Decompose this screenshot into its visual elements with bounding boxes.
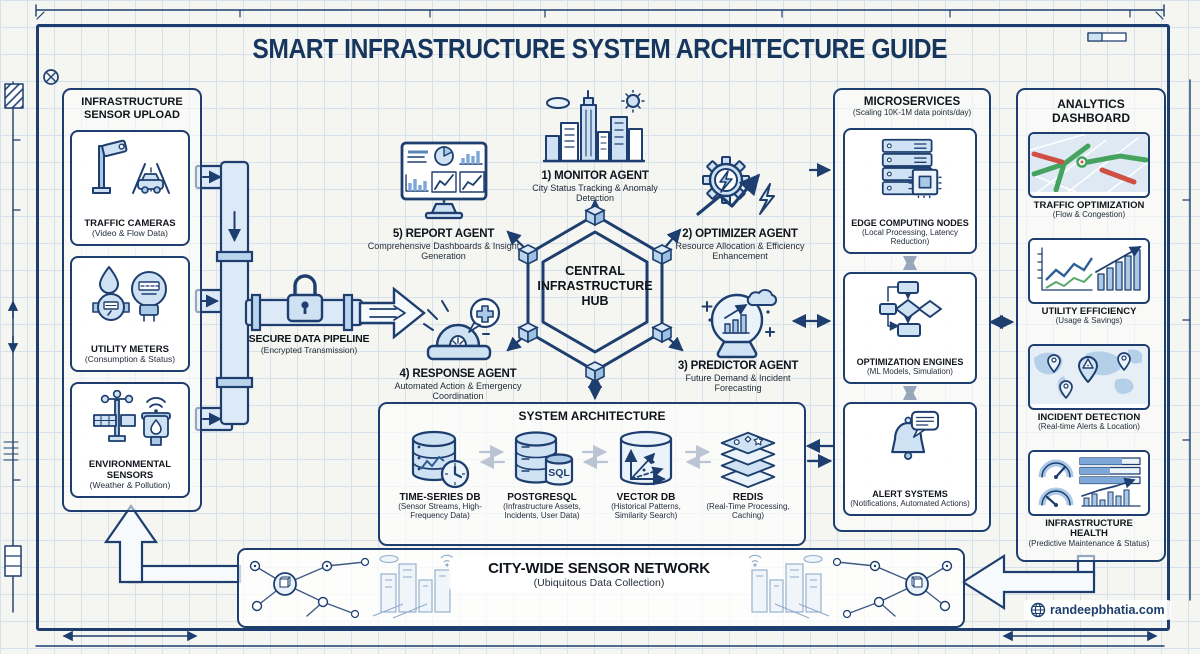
globe-icon <box>1030 602 1046 618</box>
edge-computing-box: EDGE COMPUTING NODES (Local Processing, … <box>843 128 977 254</box>
edge-computing-text: EDGE COMPUTING NODES (Local Processing, … <box>851 218 969 246</box>
environmental-sensors-icon <box>93 390 171 446</box>
ruler-marks <box>3 4 1191 647</box>
incident-detection-item: INCIDENT DETECTION (Real-time Alerts & L… <box>1028 344 1150 432</box>
report-agent-label: 5) REPORT AGENT Comprehensive Dashboards… <box>367 228 520 262</box>
environmental-sensors-text: ENVIRONMENTAL SENSORS (Weather & Polluti… <box>88 459 172 491</box>
optimizer-agent-label: 2) OPTIMIZER AGENT Resource Allocation &… <box>675 228 805 262</box>
system-architecture-title: SYSTEM ARCHITECTURE <box>518 409 666 423</box>
redis-item: REDIS (Real-Time Processing, Caching) <box>696 428 800 521</box>
pipe-flow-arrows <box>200 170 241 426</box>
vector-db-item: VECTOR DB (Historical Patterns, Similari… <box>594 428 698 521</box>
traffic-optimization-item: TRAFFIC OPTIMIZATION (Flow & Congestion) <box>1028 132 1150 220</box>
predictor-agent-icon <box>701 289 778 359</box>
analytics-dashboard-title: ANALYTICS DASHBOARD <box>1052 97 1130 125</box>
utility-meters-icon <box>92 266 167 322</box>
incident-map-icon <box>1028 344 1150 410</box>
utility-meters-text: UTILITY METERS (Consumption & Status) <box>84 343 176 365</box>
traffic-cameras-text: TRAFFIC CAMERAS (Video & Flow Data) <box>84 217 176 239</box>
optimization-engines-icon <box>879 281 942 337</box>
report-agent-icon <box>400 141 488 220</box>
alert-systems-box: ALERT SYSTEMS (Notifications, Automated … <box>843 402 977 516</box>
central-hub-label: CENTRAL INFRASTRUCTURE HUB <box>537 264 653 308</box>
page-title: SMART INFRASTRUCTURE SYSTEM ARCHITECTURE… <box>252 33 948 64</box>
microservices-subtitle: (Scaling 10K-1M data points/day) <box>852 108 972 118</box>
response-agent-icon <box>423 297 501 361</box>
alert-bell-icon <box>891 410 940 460</box>
edge-computing-icon <box>881 138 942 198</box>
central-hub-icon <box>518 205 672 382</box>
optimizer-agent-icon <box>696 156 775 216</box>
watermark: randeepbhatia.com <box>1024 600 1171 620</box>
timeseries-db-icon <box>411 430 470 489</box>
response-agent-label: 4) RESPONSE AGENT Automated Action & Eme… <box>394 368 522 402</box>
sensor-upload-title: INFRASTRUCTURE SENSOR UPLOAD <box>81 96 183 121</box>
optimization-engines-text: OPTIMIZATION ENGINES (ML Models, Simulat… <box>856 356 964 376</box>
optimization-engines-box: OPTIMIZATION ENGINES (ML Models, Simulat… <box>843 272 977 384</box>
utility-chart-icon <box>1028 238 1150 304</box>
microservices-title: MICROSERVICES <box>863 96 961 108</box>
environmental-sensors-box: ENVIRONMENTAL SENSORS (Weather & Polluti… <box>70 382 190 498</box>
city-skyline-icon <box>542 90 646 163</box>
traffic-camera-icon <box>92 139 170 194</box>
traffic-cameras-box: TRAFFIC CAMERAS (Video & Flow Data) <box>70 130 190 246</box>
blueprint-frame <box>36 24 1170 631</box>
sql-badge: SQL <box>548 467 570 479</box>
sensor-network-art-left <box>249 554 454 619</box>
postgresql-item: SQL POSTGRESQL (Infrastructure Assets, I… <box>490 428 594 521</box>
sensor-network-art-right <box>748 554 953 619</box>
timeseries-db-item: TIME-SERIES DB (Sensor Streams, High-Fre… <box>388 428 492 521</box>
vector-db-icon <box>619 430 673 486</box>
pipeline-arrow <box>358 286 426 340</box>
postgresql-icon: SQL <box>514 431 574 486</box>
utility-meters-box: UTILITY METERS (Consumption & Status) <box>70 256 190 372</box>
pipeline-label: SECURE DATA PIPELINE (Encrypted Transmis… <box>248 333 370 355</box>
redis-icon <box>720 431 776 489</box>
sensor-network-label: CITY-WIDE SENSOR NETWORK (Ubiquitous Dat… <box>449 557 749 592</box>
utility-efficiency-item: UTILITY EFFICIENCY (Usage & Savings) <box>1028 238 1150 326</box>
predictor-agent-label: 3) PREDICTOR AGENT Future Demand & Incid… <box>677 360 799 394</box>
padlock-icon <box>286 274 324 323</box>
infrastructure-health-item: INFRASTRUCTURE HEALTH (Predictive Mainte… <box>1028 450 1150 548</box>
alert-systems-text: ALERT SYSTEMS (Notifications, Automated … <box>850 488 970 508</box>
monitor-agent-label: 1) MONITOR AGENT City Status Tracking & … <box>532 170 658 204</box>
traffic-map-icon <box>1028 132 1150 198</box>
watermark-text: randeepbhatia.com <box>1050 603 1165 617</box>
health-gauges-icon <box>1028 450 1150 516</box>
